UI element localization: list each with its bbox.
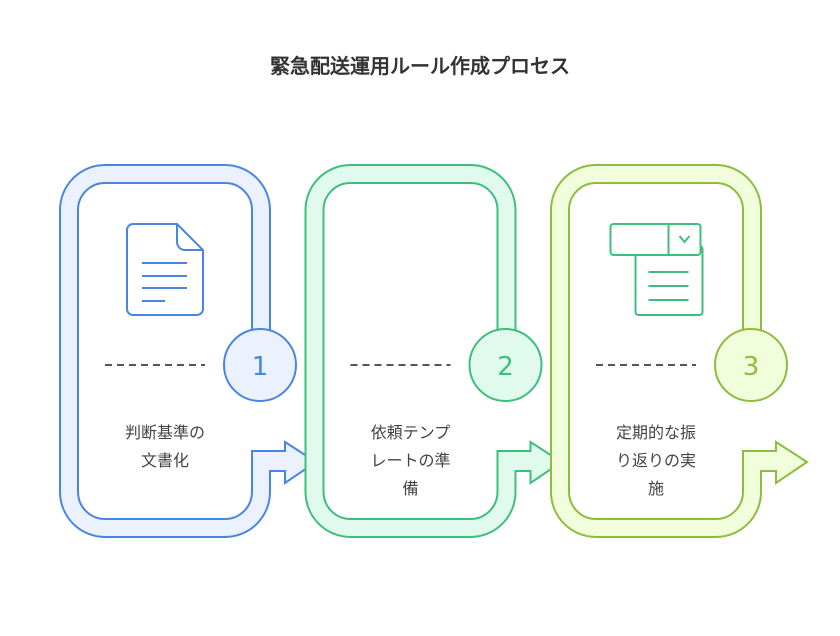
document-icon xyxy=(126,223,204,316)
step-label-line: 施 xyxy=(648,479,664,498)
step-frame-arrow xyxy=(304,164,564,538)
step-number: 1 xyxy=(252,352,269,382)
step-number-badge xyxy=(714,328,788,402)
step-label-line: 依頼テンプ xyxy=(371,423,451,442)
step-frame-arrow xyxy=(550,164,809,538)
step-label-line: 判断基準の xyxy=(125,423,205,442)
step-label-line: 定期的な振 xyxy=(616,423,696,442)
step-label-line: 文書化 xyxy=(141,451,189,470)
diagram-title: 緊急配送運用ルール作成プロセス xyxy=(270,54,570,78)
step-number-badge xyxy=(468,328,543,402)
step-label-line: レートの準 xyxy=(370,451,450,470)
step-label-line: 備 xyxy=(402,479,418,498)
step-number-badge xyxy=(223,328,297,402)
step-label-line: り返りの実 xyxy=(616,451,696,470)
step-frame-arrow xyxy=(59,164,318,538)
template-icon xyxy=(609,223,704,316)
step-number: 3 xyxy=(743,352,760,382)
step-number: 2 xyxy=(497,352,514,382)
